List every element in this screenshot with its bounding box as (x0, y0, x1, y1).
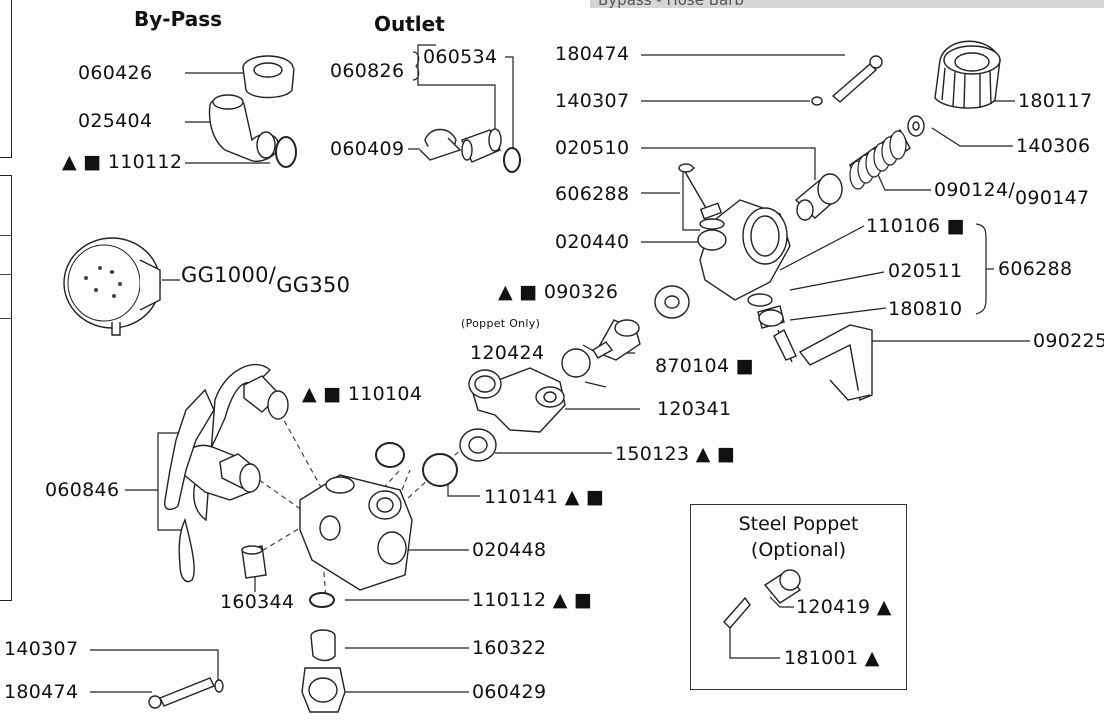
part-870104: 870104 ■ (655, 355, 754, 377)
steel-poppet-title-line2: (Optional) (750, 539, 847, 561)
part-090326: ▲ ■ 090326 (498, 281, 619, 303)
part-180810: 180810 (888, 298, 963, 320)
part-180474-bottom: 180474 (4, 681, 79, 703)
caption-text: Bypass - Hose Barb (598, 0, 744, 9)
part-110104: ▲ ■ 110104 (302, 383, 423, 405)
part-181001: 181001 ▲ (784, 647, 880, 669)
left-panel-box-bottom (0, 175, 12, 601)
gauge-label: GG1000/GG350 (181, 263, 351, 297)
part-060409: 060409 (330, 138, 405, 160)
part-020511: 020511 (888, 260, 963, 282)
part-120341: 120341 (657, 398, 732, 420)
left-panel-divider (0, 235, 12, 236)
part-140306: 140306 (1016, 135, 1091, 157)
part-180474-top: 180474 (555, 43, 630, 65)
part-110106: 110106 ■ (866, 215, 965, 237)
part-120419: 120419 ▲ (796, 596, 892, 618)
part-110141: 110141 ▲ ■ (484, 486, 605, 508)
left-panel-box-top (0, 0, 12, 158)
part-025404: 025404 (78, 110, 153, 132)
left-panel-edge (0, 0, 12, 601)
steel-poppet-title: Steel Poppet (Optional) (691, 511, 906, 563)
part-606288-right: 606288 (998, 258, 1073, 280)
part-180117: 180117 (1018, 90, 1093, 112)
part-020440: 020440 (555, 231, 630, 253)
part-150123: 150123 ▲ ■ (615, 443, 736, 465)
part-020448: 020448 (472, 539, 547, 561)
part-060429: 060429 (472, 681, 547, 703)
part-060426: 060426 (78, 62, 153, 84)
part-110112-bottom: 110112 ▲ ■ (472, 589, 593, 611)
part-120424: 120424 (470, 342, 545, 364)
part-090124-090147: 090124/090147 (934, 179, 1090, 209)
part-020510: 020510 (555, 137, 630, 159)
header-outlet: Outlet (374, 12, 445, 36)
caption-bar: Bypass - Hose Barb (590, 0, 1104, 9)
part-160344: 160344 (220, 591, 295, 613)
part-090225: 090225 (1033, 330, 1104, 352)
parts (63, 40, 1001, 713)
steel-poppet-box: Steel Poppet (Optional) (690, 504, 907, 690)
part-160322: 160322 (472, 637, 547, 659)
part-060846: 060846 (45, 479, 120, 501)
left-panel-divider (0, 274, 12, 275)
gauge-dial-marks (84, 266, 122, 298)
part-060534: 060534 (423, 46, 498, 68)
part-140307-top: 140307 (555, 90, 630, 112)
part-140307-bottom: 140307 (4, 638, 79, 660)
part-110112-top: ▲ ■ 110112 (62, 151, 183, 173)
left-panel-divider (0, 318, 12, 319)
header-bypass: By-Pass (134, 7, 223, 31)
part-606288-left: 606288 (555, 183, 630, 205)
part-060826: 060826 (330, 60, 405, 82)
poppet-only-note: (Poppet Only) (461, 317, 541, 330)
steel-poppet-title-line1: Steel Poppet (738, 513, 859, 535)
